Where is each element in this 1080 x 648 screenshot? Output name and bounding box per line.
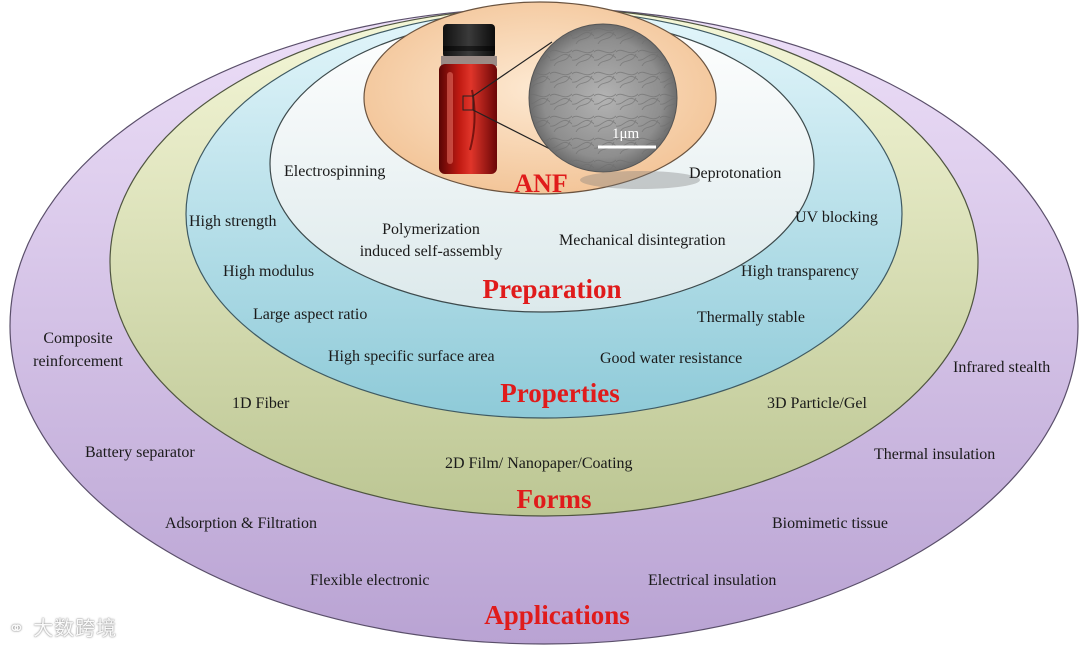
property-item-thermally-stable: Thermally stable	[697, 309, 805, 326]
application-item-flexible-electronic: Flexible electronic	[310, 572, 430, 589]
application-item-electrical-insulation: Electrical insulation	[648, 572, 777, 589]
preparation-item-self-assembly: induced self-assembly	[359, 243, 503, 260]
applications-title: Applications	[484, 600, 630, 630]
watermark-text: 大数跨境	[33, 616, 118, 640]
property-item-large-aspect-ratio: Large aspect ratio	[253, 306, 368, 323]
preparation-title: Preparation	[482, 274, 622, 304]
property-item-high-transparency: High transparency	[741, 263, 859, 280]
property-item-good-water-resistance: Good water resistance	[600, 350, 743, 367]
application-item-thermal-insulation: Thermal insulation	[874, 446, 996, 463]
preparation-item-electrospinning: Electrospinning	[284, 163, 386, 180]
application-item-adsorption-filtration: Adsorption & Filtration	[165, 515, 317, 532]
watermark: ⚭ 大数跨境	[8, 612, 117, 641]
application-item-composite: Composite	[43, 330, 113, 347]
form-item-2d-film: 2D Film/ Nanopaper/Coating	[445, 455, 633, 472]
form-item-3d-particle-gel: 3D Particle/Gel	[767, 395, 867, 412]
anf-vial-image	[439, 24, 553, 174]
property-item-uv-blocking: UV blocking	[795, 209, 878, 226]
application-item-battery-separator: Battery separator	[85, 444, 195, 461]
preparation-item-deprotonation: Deprotonation	[689, 165, 782, 182]
anf-title: ANF	[514, 169, 568, 198]
properties-title: Properties	[500, 378, 620, 408]
tem-micrograph	[528, 23, 678, 173]
preparation-item-mechanical-disintegration: Mechanical disintegration	[559, 232, 726, 249]
application-item-reinforcement: reinforcement	[33, 353, 123, 370]
preparation-item-polymerization: Polymerization	[382, 221, 480, 238]
form-item-1d-fiber: 1D Fiber	[232, 395, 290, 412]
property-item-high-specific-surface-area: High specific surface area	[328, 348, 495, 365]
forms-title: Forms	[516, 484, 592, 514]
scale-bar-label: 1μm	[612, 126, 640, 142]
property-item-high-modulus: High modulus	[223, 263, 315, 280]
property-item-high-strength: High strength	[189, 213, 277, 230]
watermark-logo-icon: ⚭	[8, 616, 26, 640]
application-item-infrared-stealth: Infrared stealth	[953, 359, 1051, 376]
application-item-biomimetic-tissue: Biomimetic tissue	[772, 515, 888, 532]
